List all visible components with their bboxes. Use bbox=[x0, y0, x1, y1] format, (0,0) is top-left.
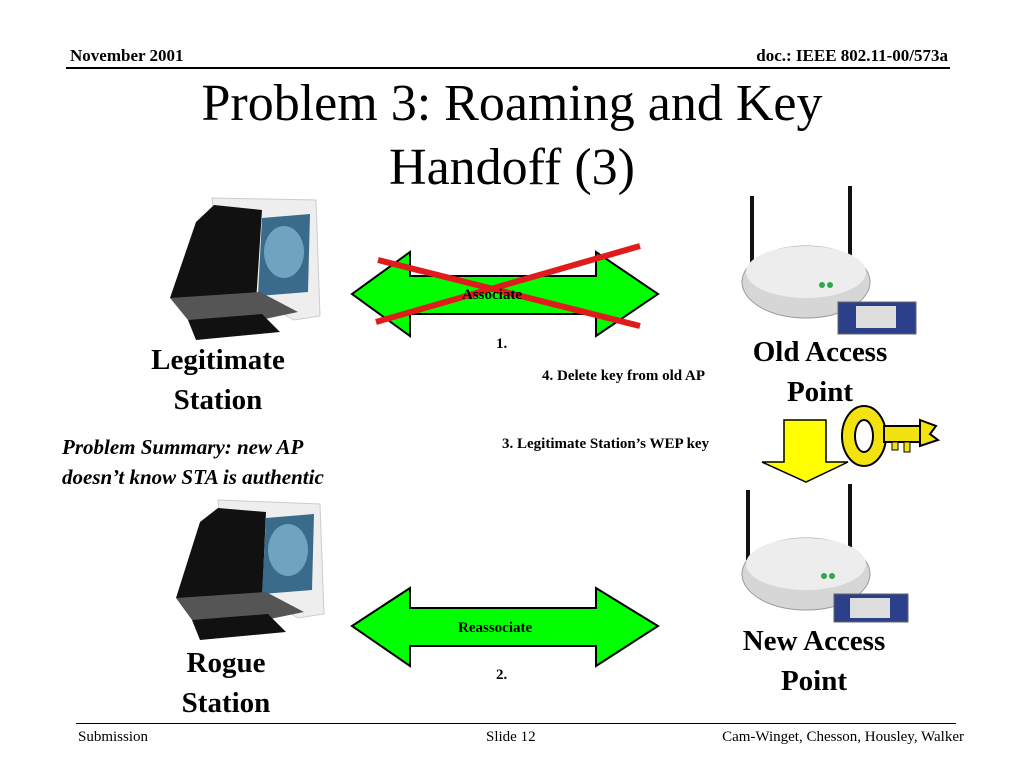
problem-summary: Problem Summary: new AP doesn’t know STA… bbox=[62, 435, 324, 489]
title-line-1: Problem 3: Roaming and Key bbox=[201, 75, 823, 132]
title-line-2: Handoff (3) bbox=[389, 139, 635, 196]
key-transfer-arrow bbox=[761, 419, 849, 483]
header-doc-id: doc.: IEEE 802.11-00/573a bbox=[756, 46, 948, 65]
footer-slide-number: Slide 12 bbox=[486, 729, 536, 745]
step-3-label: 3. Legitimate Station’s WEP key bbox=[502, 436, 710, 452]
key-icon bbox=[841, 405, 941, 467]
rogue-laptop-icon bbox=[176, 499, 325, 640]
step-1-label: 1. bbox=[496, 336, 508, 352]
cross-line-1 bbox=[377, 257, 641, 329]
header-date: November 2001 bbox=[70, 46, 184, 65]
step-2-label: 2. bbox=[496, 667, 508, 683]
header-divider bbox=[66, 67, 950, 69]
rogue-station-label: Rogue Station bbox=[181, 647, 271, 719]
associate-label: Associate bbox=[462, 287, 522, 303]
footer-submission: Submission bbox=[78, 729, 149, 745]
step-4-label: 4. Delete key from old AP bbox=[542, 368, 706, 384]
legitimate-laptop-icon bbox=[170, 197, 321, 340]
reassociate-arrow bbox=[350, 586, 660, 668]
new-access-point-icon bbox=[741, 484, 909, 623]
reassociate-label: Reassociate bbox=[458, 620, 533, 636]
new-access-point-label: New Access Point bbox=[742, 625, 886, 697]
old-access-point-label: Old Access Point bbox=[752, 336, 888, 408]
footer-divider bbox=[76, 723, 956, 724]
footer-authors: Cam-Winget, Chesson, Housley, Walker bbox=[722, 729, 964, 745]
old-access-point-icon bbox=[741, 186, 917, 335]
legitimate-station-label: Legitimate Station bbox=[151, 344, 285, 416]
cross-line-2 bbox=[375, 243, 641, 325]
slide-title: Problem 3: Roaming and Key Handoff (3) bbox=[0, 72, 1024, 200]
